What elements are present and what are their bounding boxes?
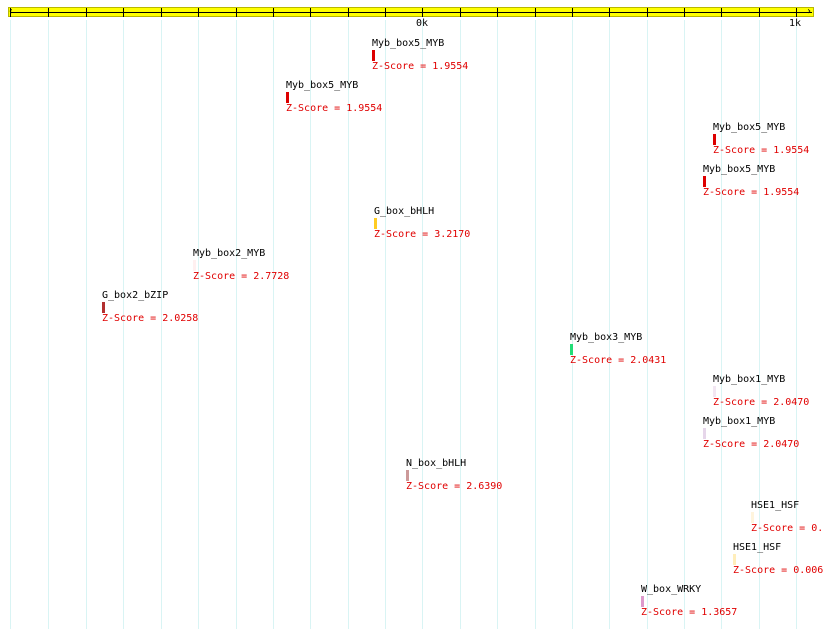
motif-z-score: Z-Score = 0.006 [733, 565, 823, 576]
grid-line [198, 20, 199, 629]
ruler-tick [684, 8, 685, 17]
ruler-tick [86, 8, 87, 17]
ruler-tick [422, 8, 423, 17]
grid-line [10, 20, 11, 629]
motif-name: Myb_box1_MYB [703, 416, 776, 427]
motif-z-score: Z-Score = 2.0431 [570, 355, 667, 366]
motif-z-score: Z-Score = 3.2170 [374, 229, 471, 240]
grid-line [721, 20, 722, 629]
grid-line [161, 20, 162, 629]
ruler-tick [647, 8, 648, 17]
grid-line [460, 20, 461, 629]
motif-z-score: Z-Score = 1.9554 [286, 103, 383, 114]
ruler-tick [161, 8, 162, 17]
grid-line [535, 20, 536, 629]
motif-name: W_box_WRKY [641, 584, 702, 595]
motif-name: N_box_bHLH [406, 458, 467, 469]
grid-line [609, 20, 610, 629]
grid-line [759, 20, 760, 629]
ruler-tick [796, 8, 797, 17]
motif-site-marker [751, 512, 754, 523]
motif-name: Myb_box5_MYB [286, 80, 359, 91]
motif-site-marker [713, 134, 716, 145]
motif-site-marker [641, 596, 644, 607]
ruler-tick [273, 8, 274, 17]
motif-z-score: Z-Score = 1.9554 [372, 61, 469, 72]
motif-z-score: Z-Score = 2.0258 [102, 313, 199, 324]
motif-site-marker [372, 50, 375, 61]
motif-z-score: Z-Score = 2.6390 [406, 481, 503, 492]
motif-site-marker [374, 218, 377, 229]
ruler-tick [759, 8, 760, 17]
motif-z-score: Z-Score = 1.9554 [713, 145, 810, 156]
grid-line [422, 20, 423, 629]
ruler-tick [609, 8, 610, 17]
motif-site-marker [102, 302, 105, 313]
ruler-tick [535, 8, 536, 17]
motif-site-marker [703, 428, 706, 439]
motif-site-marker [193, 260, 196, 271]
grid-line [273, 20, 274, 629]
motif-z-score: Z-Score = 2.0470 [713, 397, 810, 408]
tick-label-1k: 1k [789, 18, 802, 29]
motif-z-score: Z-Score = 1.9554 [703, 187, 800, 198]
ruler-tick [198, 8, 199, 17]
grid-line [647, 20, 648, 629]
grid-line [572, 20, 573, 629]
ruler-tick [310, 8, 311, 17]
ruler-tick [385, 8, 386, 17]
motif-name: Myb_box5_MYB [713, 122, 786, 133]
motif-name: HSE1_HSF [751, 500, 800, 511]
grid-line [348, 20, 349, 629]
grid-line [48, 20, 49, 629]
motif-name: G_box2_bZIP [102, 290, 169, 301]
motif-z-score: Z-Score = 1.3657 [641, 607, 738, 618]
ruler-tick [497, 8, 498, 17]
grid-line [684, 20, 685, 629]
motif-site-marker [713, 386, 716, 397]
motif-site-marker [286, 92, 289, 103]
grid-line [497, 20, 498, 629]
motif-site-marker [570, 344, 573, 355]
motif-z-score: Z-Score = 0. [751, 523, 823, 534]
ruler-tick [572, 8, 573, 17]
ruler-tick [721, 8, 722, 17]
ruler-tick [460, 8, 461, 17]
ruler-tick [10, 8, 11, 17]
motif-z-score: Z-Score = 2.0470 [703, 439, 800, 450]
motif-name: Myb_box5_MYB [703, 164, 776, 175]
motif-name: Myb_box5_MYB [372, 38, 445, 49]
ruler-tick [123, 8, 124, 17]
grid-line [123, 20, 124, 629]
grid-line [796, 20, 797, 629]
grid-line [385, 20, 386, 629]
ruler-axis-line [10, 12, 812, 13]
ruler-tick [348, 8, 349, 17]
motif-name: Myb_box1_MYB [713, 374, 786, 385]
grid-line [310, 20, 311, 629]
motif-name: Myb_box3_MYB [570, 332, 643, 343]
ruler-tick [48, 8, 49, 17]
motif-z-score: Z-Score = 2.7728 [193, 271, 290, 282]
motif-name: HSE1_HSF [733, 542, 782, 553]
motif-site-marker [703, 176, 706, 187]
motif-name: Myb_box2_MYB [193, 248, 266, 259]
tick-label-0k: 0k [416, 18, 429, 29]
grid-line [236, 20, 237, 629]
ruler-tick [236, 8, 237, 17]
grid-line [86, 20, 87, 629]
motif-site-marker [733, 554, 736, 565]
motif-site-marker [406, 470, 409, 481]
motif-name: G_box_bHLH [374, 206, 435, 217]
